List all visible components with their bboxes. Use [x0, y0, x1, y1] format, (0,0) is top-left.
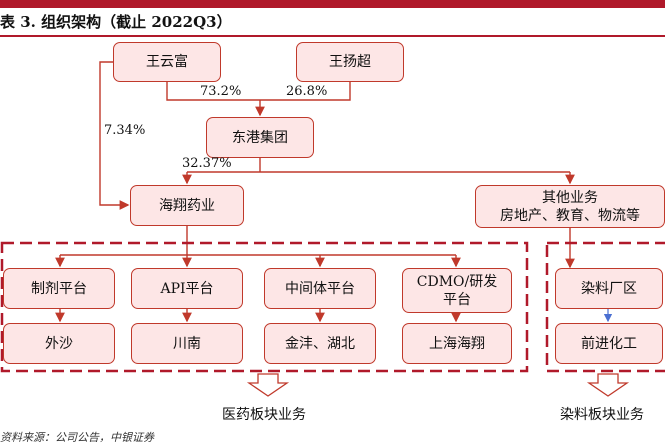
node-formulation-platform: 制剂平台 — [3, 268, 115, 309]
node-donggang-group: 东港集团 — [206, 117, 314, 158]
connector-wang-yunfu-down — [166, 82, 260, 101]
source-note: 资料来源：公司公告，中银证券 — [0, 431, 154, 444]
node-other-business: 其他业务 房地产、教育、物流等 — [475, 185, 665, 228]
segment-label-pharma: 医药板块业务 — [222, 407, 306, 423]
pct-donggang-haixiang: 32.37% — [182, 156, 232, 171]
node-api-platform: API平台 — [131, 268, 243, 309]
pharma-down-arrow — [246, 373, 290, 397]
pct-wang-yangchao-donggang: 26.8% — [286, 84, 328, 99]
node-wang-yangchao: 王扬超 — [296, 42, 404, 82]
node-qianjin-chemical: 前进化工 — [555, 323, 663, 364]
node-jinyang-hubei: 金沣、湖北 — [264, 323, 376, 364]
node-wang-yunfu: 王云富 — [113, 42, 221, 82]
pct-wang-yunfu-donggang: 73.2% — [200, 84, 242, 99]
title-rule — [0, 35, 665, 37]
node-waisha: 外沙 — [3, 323, 115, 364]
connector-wang-yangchao-down — [260, 82, 351, 101]
node-intermediate-platform: 中间体平台 — [264, 268, 376, 309]
dye-down-arrow — [586, 373, 630, 397]
connector-wang-yunfu-to-haixiang — [99, 61, 130, 210]
node-chuannan: 川南 — [131, 323, 243, 364]
figure-title: 表 3. 组织架构（截止 2022Q3） — [0, 13, 232, 31]
top-accent-bar — [0, 0, 665, 8]
pharma-segment-frame — [0, 241, 529, 373]
node-haixiang-pharma: 海翔药业 — [130, 185, 244, 226]
node-dye-plant: 染料厂区 — [555, 268, 663, 309]
node-cdmo-platform: CDMO/研发 平台 — [402, 268, 512, 313]
node-shanghai-haixiang: 上海海翔 — [402, 323, 512, 364]
segment-label-dye: 染料板块业务 — [560, 407, 644, 423]
dye-segment-frame — [545, 241, 665, 373]
pct-wang-yunfu-haixiang: 7.34% — [104, 123, 146, 138]
